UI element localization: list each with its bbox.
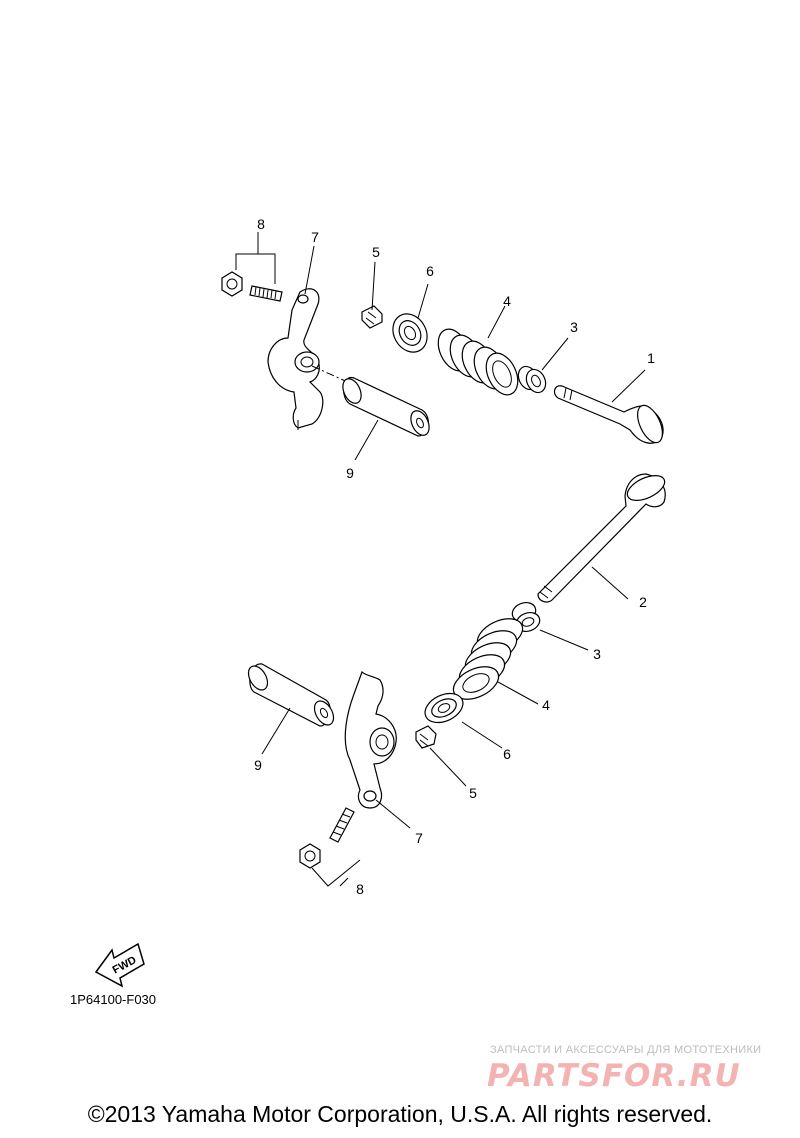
part-3-top (517, 365, 547, 394)
part-9-bottom (247, 663, 335, 727)
callout-5-top: 5 (372, 244, 380, 260)
callout-4-bottom: 4 (542, 697, 550, 713)
callout-8-bottom: 8 (356, 881, 364, 897)
callout-3-top: 3 (570, 319, 578, 335)
part-7-bottom (344, 670, 397, 809)
fwd-arrow-icon: FWD (94, 942, 145, 988)
part-5-bottom (415, 725, 437, 749)
part-6-bottom (424, 692, 464, 724)
callout-9-bottom: 9 (254, 757, 262, 773)
diagram-code: 1P64100-F030 (70, 992, 157, 1007)
part-5-top (361, 305, 383, 329)
part-8-top (221, 271, 283, 302)
callout-1-top: 1 (647, 350, 655, 366)
callout-5-bottom: 5 (469, 785, 477, 801)
callout-7-top: 7 (311, 229, 319, 245)
callout-8-top: 8 (257, 216, 265, 232)
part-6-top (392, 313, 428, 353)
callout-7-bottom: 7 (415, 830, 423, 846)
part-2-bottom (537, 473, 666, 603)
callout-4-top: 4 (503, 293, 511, 309)
part-9-top (342, 377, 430, 437)
watermark-tagline: ЗАПЧАСТИ И АКСЕССУАРЫ ДЛЯ МОТОТЕХНИКИ (490, 1044, 762, 1056)
part-1-top (553, 385, 664, 444)
callout-6-top: 6 (426, 263, 434, 279)
part-4-top (437, 328, 519, 396)
copyright-notice: ©2013 Yamaha Motor Corporation, U.S.A. A… (87, 1101, 713, 1127)
part-7-top (267, 288, 324, 430)
part-4-bottom (452, 618, 524, 700)
part-8-bottom (299, 807, 355, 869)
callout-9-top: 9 (346, 465, 354, 481)
watermark-brand: PARTSFOR.RU (487, 1058, 741, 1094)
callout-3-bottom: 3 (593, 646, 601, 662)
callout-6-bottom: 6 (503, 746, 511, 762)
callout-2-bottom: 2 (639, 594, 647, 610)
